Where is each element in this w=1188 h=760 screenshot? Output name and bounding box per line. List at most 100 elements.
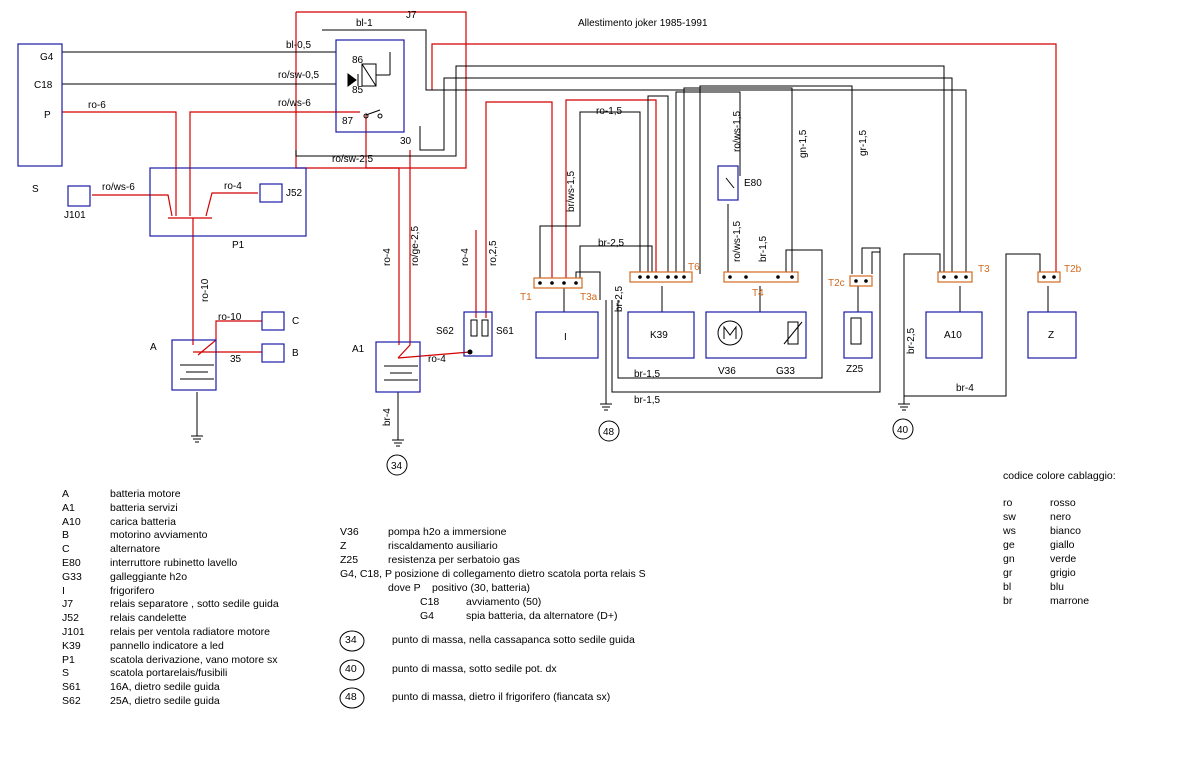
legend-code: A10 bbox=[62, 515, 81, 528]
box-a1 bbox=[375, 341, 421, 393]
label-t85: 85 bbox=[352, 85, 364, 96]
legend-code: I bbox=[62, 584, 65, 597]
legend-desc: relais per ventola radiatore motore bbox=[110, 626, 270, 638]
wire-label-ro-ws-1-5-a: ro/ws-1,5 bbox=[732, 110, 743, 152]
wire-label-gr-1-5: gr-1,5 bbox=[858, 129, 869, 156]
box-p1 bbox=[149, 167, 307, 237]
label-g33: G33 bbox=[776, 366, 795, 377]
legend-desc: punto di massa, dietro il frigorifero (f… bbox=[392, 691, 611, 703]
legend-desc: positivo (30, batteria) bbox=[432, 582, 531, 594]
wire-label-ro-ge-2-5: ro/ge-2,5 bbox=[410, 226, 421, 266]
wire-br-ws bbox=[539, 111, 641, 280]
color-name: rosso bbox=[1050, 497, 1076, 509]
label-i: I bbox=[564, 332, 567, 343]
color-code: ro bbox=[1003, 497, 1013, 509]
legend-ground-code: 34 bbox=[345, 634, 357, 646]
box-k39 bbox=[627, 311, 695, 359]
legend-desc: batteria servizi bbox=[110, 501, 178, 514]
wire-label-ro-sw-2-5: ro/sw-2,5 bbox=[332, 154, 374, 165]
wire-label-bl-0-5: bl-0,5 bbox=[286, 40, 311, 51]
label-t86: 86 bbox=[352, 55, 364, 66]
wire-label-bl-1: bl-1 bbox=[356, 18, 373, 29]
legend-desc: scatola portarelais/fusibili bbox=[110, 667, 228, 680]
legend-code: K39 bbox=[62, 639, 81, 652]
wire-label-gn-1-5: gn-1,5 bbox=[798, 129, 809, 158]
wire-br-1-5-a bbox=[617, 249, 823, 379]
wire-label-br-4-40: br-4 bbox=[956, 383, 974, 394]
ground-40-label: 40 bbox=[897, 425, 909, 436]
wire-ro-10-c bbox=[197, 320, 262, 356]
label-b: B bbox=[292, 348, 299, 359]
color-code: bl bbox=[1003, 581, 1012, 593]
label-a10: A10 bbox=[944, 330, 962, 341]
wire-j101 bbox=[92, 194, 173, 217]
legend-desc: frigorifero bbox=[110, 584, 155, 597]
wire-label-ro-4-a1: ro-4 bbox=[382, 248, 393, 266]
wire-label-br-1-5-t4: br-1,5 bbox=[758, 235, 769, 262]
strip-t2b bbox=[1037, 271, 1061, 283]
label-c: C bbox=[292, 316, 299, 327]
label-p: P bbox=[44, 110, 51, 121]
box-c bbox=[261, 311, 285, 331]
box-z bbox=[1027, 311, 1077, 359]
wire-ro-sw-2-5 bbox=[295, 65, 945, 274]
wire-br-1-5-b bbox=[611, 247, 881, 393]
wire-to-t2b bbox=[431, 43, 1057, 274]
wire-label-ro-4-s: ro-4 bbox=[428, 354, 446, 365]
ground-40-circle bbox=[892, 418, 914, 440]
box-i bbox=[535, 311, 599, 359]
label-t30: 30 bbox=[400, 136, 412, 147]
battery-symbols bbox=[180, 364, 418, 381]
legend-ground-circles bbox=[339, 630, 365, 709]
box-z25 bbox=[843, 311, 873, 359]
legend-code: P1 bbox=[62, 653, 75, 666]
wire-label-br-1-5-a: br-1,5 bbox=[634, 369, 661, 380]
box-s62-s61 bbox=[463, 311, 493, 357]
box-a10 bbox=[925, 311, 983, 359]
color-name: nero bbox=[1050, 511, 1072, 523]
label-s61: S61 bbox=[496, 326, 514, 337]
wire-label-ro-ws-6: ro/ws-6 bbox=[278, 98, 311, 109]
label-g4: G4 bbox=[40, 52, 54, 63]
label-z25: Z25 bbox=[846, 364, 864, 375]
legend-desc: pannello indicatore a led bbox=[110, 639, 224, 652]
box-e80 bbox=[717, 165, 739, 201]
wire-z25 bbox=[871, 251, 880, 274]
connector-t2b: T2b bbox=[1064, 264, 1082, 275]
wire-gn bbox=[683, 87, 793, 274]
legend-code: dove P bbox=[388, 582, 421, 594]
wire-label-br-2-5-40: br-2,5 bbox=[906, 327, 917, 354]
wire-br-2-5 bbox=[579, 245, 653, 280]
wire-label-ro-4-s62: ro-4 bbox=[460, 248, 471, 266]
v36-g33-symbols bbox=[717, 317, 862, 346]
wire-label-j52: ro-4 bbox=[224, 181, 242, 192]
connector-t4: T4 bbox=[752, 288, 764, 299]
color-code: gr bbox=[1003, 567, 1013, 579]
box-j7-relay bbox=[335, 39, 405, 133]
label-c18: C18 bbox=[34, 80, 53, 91]
label-t87: 87 bbox=[342, 116, 354, 127]
ground-symbols bbox=[191, 403, 910, 447]
label-a1: A1 bbox=[352, 344, 365, 355]
black-wires bbox=[62, 29, 1049, 440]
terminal-pins bbox=[538, 275, 1056, 285]
legend-code: J7 bbox=[62, 598, 74, 611]
legend-desc: relais candelette bbox=[110, 612, 187, 625]
legend-code: A1 bbox=[62, 501, 75, 514]
legend-code: V36 bbox=[340, 526, 359, 538]
label-a: A bbox=[150, 342, 157, 353]
legend-desc: batteria motore bbox=[110, 488, 181, 500]
label-j101: J101 bbox=[64, 210, 86, 221]
label-v36: V36 bbox=[718, 366, 736, 377]
wire-label-br-4: br-4 bbox=[382, 408, 393, 426]
wire-k39-b bbox=[647, 95, 669, 274]
legend-code: Z bbox=[340, 540, 347, 552]
connector-t3a: T3a bbox=[580, 292, 598, 303]
wire-label-br-2-5-t3a: br-2,5 bbox=[614, 285, 625, 312]
strip-t1 bbox=[533, 277, 583, 289]
connector-t2c: T2c bbox=[828, 278, 845, 289]
label-s: S bbox=[32, 184, 39, 195]
box-v36-g33 bbox=[705, 311, 807, 359]
legend-desc: avviamento (50) bbox=[466, 596, 542, 608]
